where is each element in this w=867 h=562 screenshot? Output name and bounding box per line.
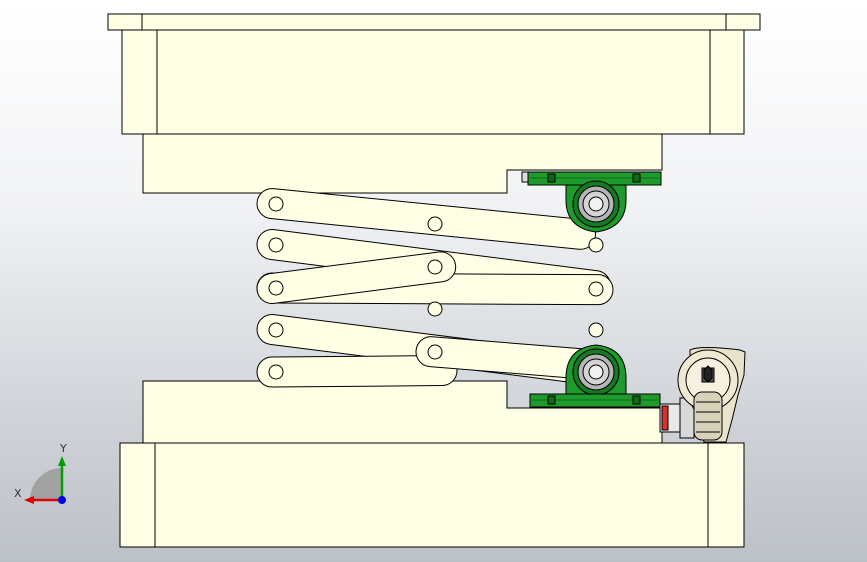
pivot-pin	[268, 237, 284, 253]
lower-pillow-block-bearing[interactable]	[529, 344, 661, 408]
pivot-pin	[268, 364, 284, 380]
pivot-pin	[268, 322, 284, 338]
pivot-pin	[588, 237, 604, 253]
pivot-pin	[588, 322, 604, 338]
pivot-pins	[268, 196, 604, 380]
x-axis-label: X	[14, 487, 22, 500]
upper-pillow-block-bearing[interactable]	[521, 171, 662, 233]
scissor-link[interactable]	[256, 355, 458, 388]
drive-motor[interactable]	[659, 347, 746, 443]
xyz-axis-triad-icon[interactable]: Y X	[14, 442, 67, 504]
pivot-pin	[427, 301, 443, 317]
pivot-pin	[427, 216, 443, 232]
scissor-link[interactable]	[256, 187, 597, 251]
y-axis-label: Y	[59, 442, 67, 455]
pivot-pin	[427, 259, 443, 275]
bottom-base-plate[interactable]	[119, 442, 745, 548]
pivot-pin	[268, 280, 284, 296]
pivot-pin	[268, 196, 284, 212]
top-sub-plate[interactable]	[142, 133, 663, 194]
top-base-plate[interactable]	[107, 13, 761, 135]
pivot-pin	[427, 344, 443, 360]
scissor-links	[255, 187, 614, 388]
pivot-pin	[588, 281, 604, 297]
scissor-link[interactable]	[255, 250, 457, 305]
